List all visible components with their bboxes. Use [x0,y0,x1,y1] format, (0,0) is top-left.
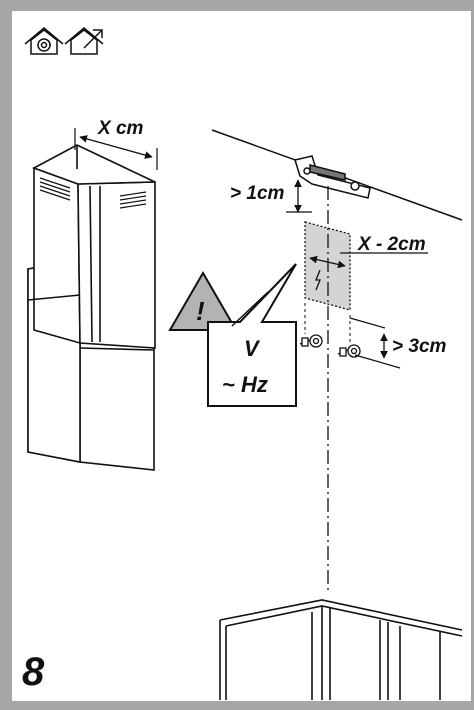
width-label: X cm [97,118,144,139]
voltage-callout [207,263,297,407]
ceiling-gap-label: > 1cm [230,183,285,204]
warning-triangle-icon [168,271,238,331]
plate-width-label: X - 2cm [357,234,426,255]
screw-gap-dimension [349,317,401,369]
width-dimension [74,128,158,170]
step-number: 8 [22,650,45,694]
ducted-exhaust-mode-icon [64,27,104,55]
frequency-label: ~ Hz [222,372,268,397]
warning-mark: ! [196,296,205,326]
voltage-label: V [244,336,261,361]
recirculation-mode-icon [24,27,64,55]
screw-gap-label: > 3cm [392,336,447,357]
hood-canopy [219,599,463,700]
wall-plug-left [299,334,323,348]
ceiling-bracket [294,155,371,199]
page-border-right [471,0,474,710]
ceiling-gap-dimension [286,179,312,213]
wall-plug-right [337,344,361,358]
electrical-outlet-icon [315,269,321,291]
chimney-cover [27,144,156,471]
